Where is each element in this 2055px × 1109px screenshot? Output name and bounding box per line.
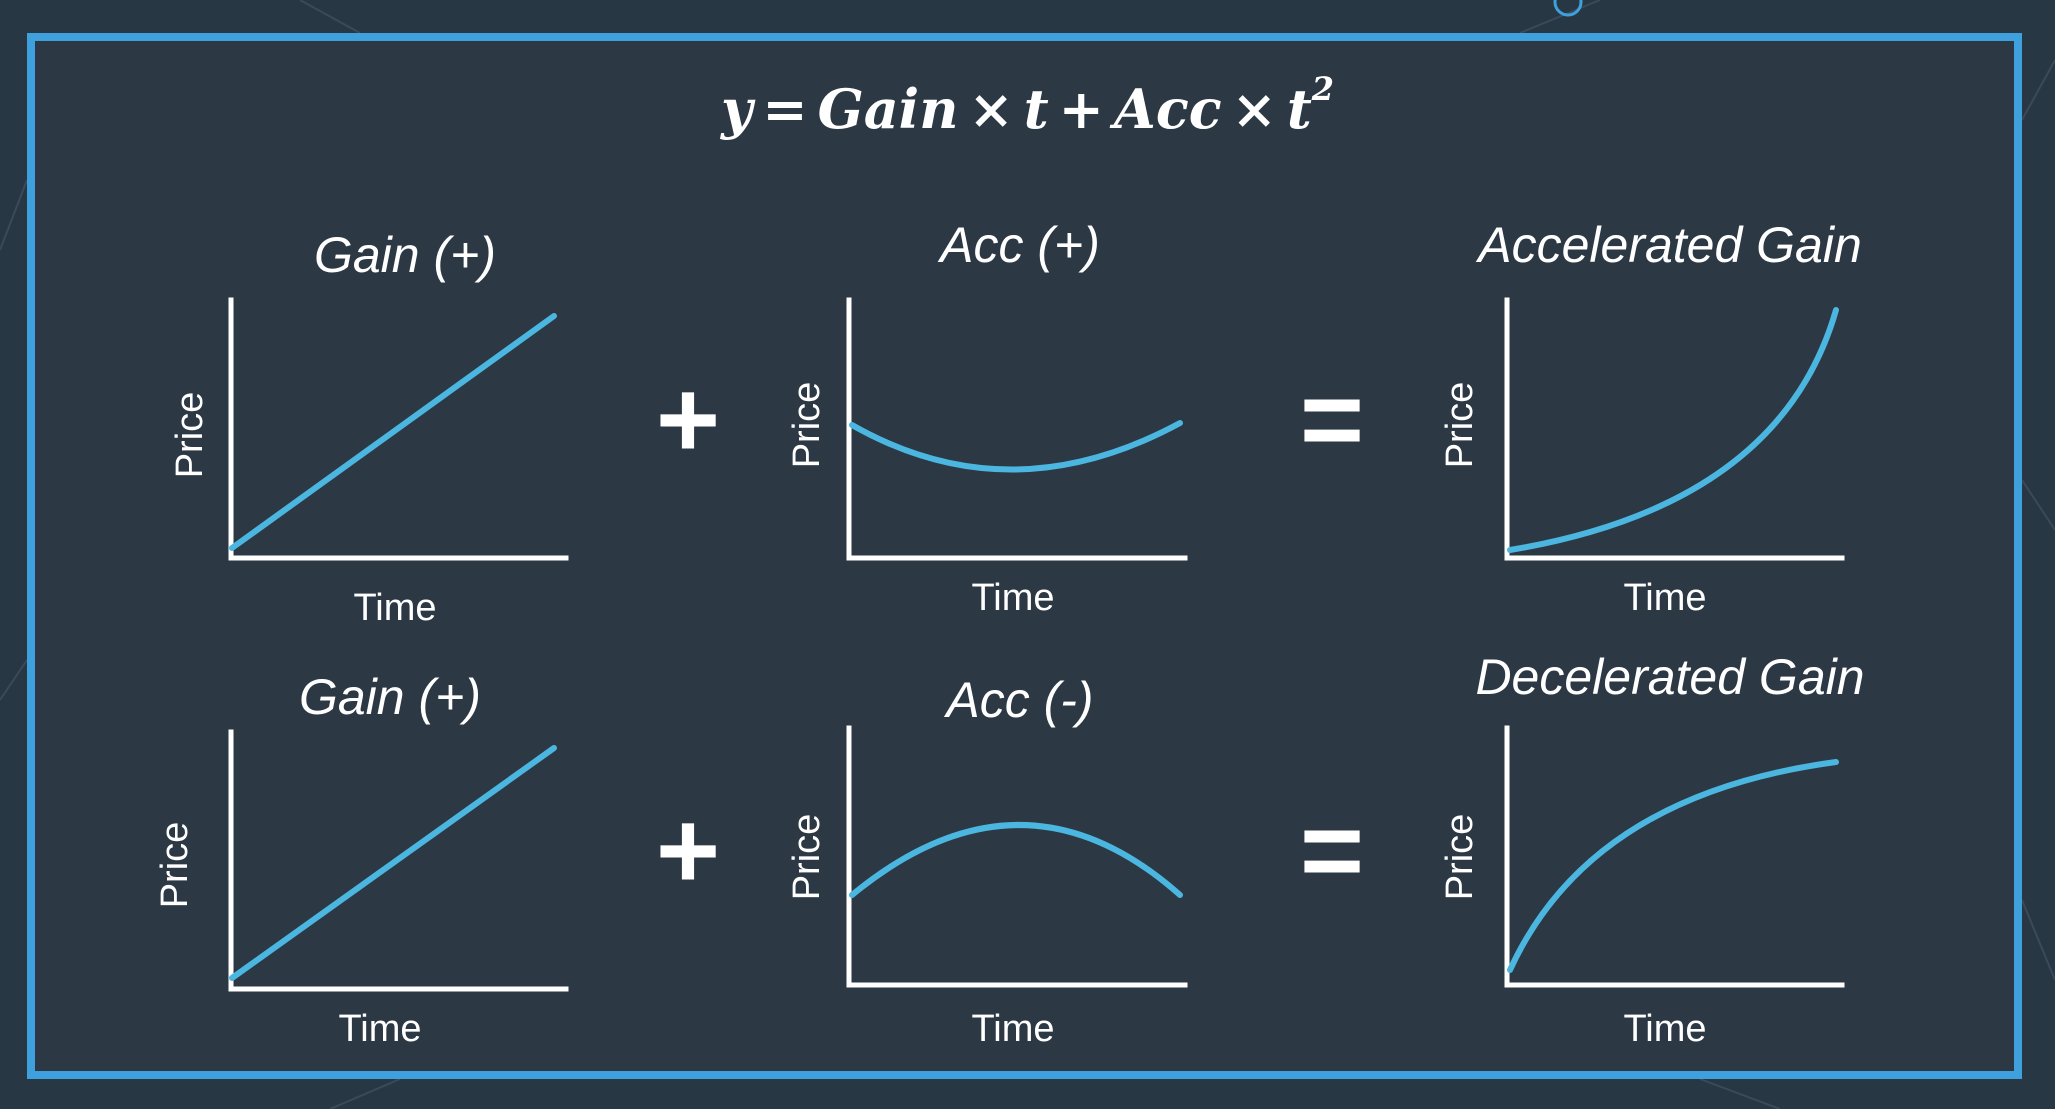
equation-plus: + <box>1058 77 1104 141</box>
row2-acc-axes <box>846 725 1188 988</box>
row2-acc-xlabel: Time <box>971 1008 1055 1050</box>
row2-equals-operator: = <box>1299 789 1365 912</box>
row2-acc-curve <box>849 822 1183 898</box>
row2-acc-title: Acc (-) <box>946 672 1094 728</box>
equation-lhs: y <box>720 77 753 141</box>
row1-plus-operator: + <box>655 358 721 481</box>
row1-equals-operator: = <box>1299 358 1365 481</box>
equation-gain-term: Gain <box>817 77 959 141</box>
equation-acc-term: Acc <box>1113 77 1222 141</box>
equation-times-1: × <box>968 77 1014 141</box>
row2-result-curve <box>1507 759 1839 973</box>
row1-acc-xlabel: Time <box>971 577 1055 619</box>
row2-gain-curve <box>229 745 557 981</box>
equation-title: y=Gain×t+Acc×t2 <box>0 73 2055 136</box>
row1-result-title: Accelerated Gain <box>1478 217 1862 273</box>
row1-result-axes <box>1504 297 1845 561</box>
row2-gain-title: Gain (+) <box>298 669 481 725</box>
row2-gain-axes <box>228 729 569 992</box>
equation-equals: = <box>762 77 808 141</box>
equation-t-var: t <box>1023 77 1049 141</box>
row1-acc-title: Acc (+) <box>940 217 1100 273</box>
equation-exponent: 2 <box>1311 70 1335 108</box>
row2-result-title: Decelerated Gain <box>1475 649 1865 705</box>
row1-result-curve <box>1507 307 1839 553</box>
row2-result-xlabel: Time <box>1623 1008 1707 1050</box>
row1-gain-title: Gain (+) <box>313 227 496 283</box>
equation-t2-var: t <box>1286 77 1312 141</box>
row1-acc-curve <box>849 420 1183 473</box>
row1-result-xlabel: Time <box>1623 577 1707 619</box>
row2-result-axes <box>1504 725 1845 988</box>
row1-acc-axes <box>846 297 1188 561</box>
row1-gain-curve <box>229 313 557 551</box>
equation-times-2: × <box>1231 77 1277 141</box>
row1-gain-xlabel: Time <box>353 587 437 629</box>
row2-gain-xlabel: Time <box>338 1008 422 1050</box>
row1-gain-axes <box>228 297 569 561</box>
row2-plus-operator: + <box>655 789 721 912</box>
